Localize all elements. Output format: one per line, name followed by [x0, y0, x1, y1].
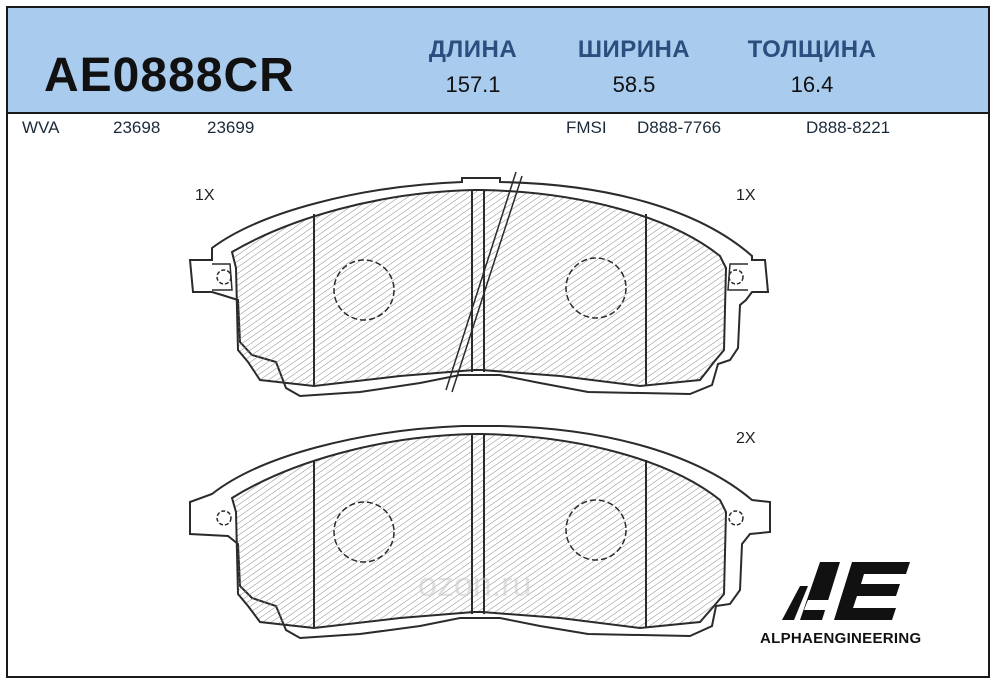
- fmsi-value-1: D888-7766: [637, 118, 722, 137]
- dimension-thickness-label: ТОЛЩИНА: [747, 36, 877, 63]
- dimension-thickness-value: 16.4: [790, 72, 834, 97]
- wva-value-1: 23698: [113, 118, 161, 137]
- brake-pad-top: [188, 171, 770, 398]
- watermark-text: ozon.ru: [418, 566, 532, 604]
- fmsi-value-2: D888-8221: [806, 118, 891, 137]
- dimension-length-value: 157.1: [445, 72, 501, 97]
- dimension-width-value: 58.5: [612, 72, 656, 97]
- quantity-bottom-right: 2X: [736, 430, 756, 447]
- ae-logo-mark: [782, 562, 910, 620]
- dimension-width: ШИРИНА 58.5: [544, 36, 724, 98]
- dimension-length: ДЛИНА 157.1: [383, 36, 563, 98]
- dimension-thickness: ТОЛЩИНА 16.4: [722, 36, 902, 98]
- dimension-length-label: ДЛИНА: [428, 36, 518, 63]
- fmsi-label: FMSI: [566, 118, 607, 137]
- wva-value-2: 23699: [207, 118, 255, 137]
- brand-name: ALPHAENGINEERING: [760, 630, 922, 647]
- part-number: AE0888CR: [44, 49, 295, 102]
- wva-label: WVA: [22, 118, 60, 137]
- brand-logo: ALPHAENGINEERING: [760, 556, 970, 652]
- quantity-top-left: 1X: [195, 187, 215, 204]
- brake-pad-bottom: [189, 425, 771, 640]
- quantity-top-right: 1X: [736, 187, 756, 204]
- friction-material-bottom: [230, 433, 728, 630]
- header-band: AE0888CR ДЛИНА 157.1 ШИРИНА 58.5 ТОЛЩИНА…: [6, 6, 990, 114]
- dimension-width-label: ШИРИНА: [577, 36, 691, 63]
